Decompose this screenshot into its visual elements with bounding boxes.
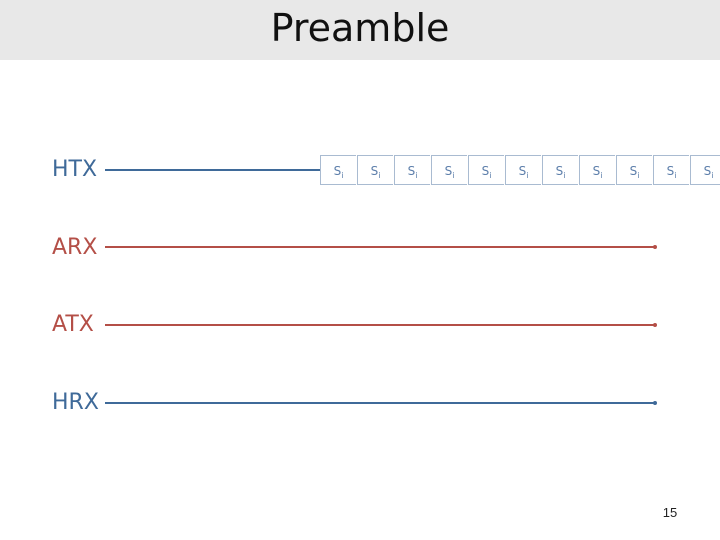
preamble-symbol-8: Si xyxy=(579,155,615,185)
symbol-base: S xyxy=(592,164,601,178)
symbol-subscript: i xyxy=(674,171,677,180)
symbol-base: S xyxy=(703,164,712,178)
symbol-subscript: i xyxy=(711,171,714,180)
title-bar xyxy=(0,0,720,60)
slide-title: Preamble xyxy=(270,6,450,50)
symbol-subscript: i xyxy=(341,171,344,180)
symbol-base: S xyxy=(370,164,379,178)
preamble-symbol-7: Si xyxy=(542,155,578,185)
htx-line xyxy=(105,169,320,171)
preamble-symbol-6: Si xyxy=(505,155,541,185)
symbol-subscript: i xyxy=(526,171,529,180)
symbol-base: S xyxy=(481,164,490,178)
symbol-base: S xyxy=(666,164,675,178)
preamble-symbol-2: Si xyxy=(357,155,393,185)
preamble-symbol-9: Si xyxy=(616,155,652,185)
preamble-symbol-1: Si xyxy=(320,155,356,185)
symbol-base: S xyxy=(629,164,638,178)
arx-line xyxy=(105,245,657,249)
symbol-base: S xyxy=(444,164,453,178)
symbol-subscript: i xyxy=(563,171,566,180)
arx-line-end-dot xyxy=(653,245,657,249)
symbol-base: S xyxy=(407,164,416,178)
preamble-symbol-11: Si xyxy=(690,155,720,185)
lane-label-arx: ARX xyxy=(52,235,98,260)
symbol-base: S xyxy=(555,164,564,178)
preamble-symbol-10: Si xyxy=(653,155,689,185)
preamble-symbol-3: Si xyxy=(394,155,430,185)
preamble-symbol-4: Si xyxy=(431,155,467,185)
symbol-subscript: i xyxy=(489,171,492,180)
symbol-subscript: i xyxy=(452,171,455,180)
lane-label-atx: ATX xyxy=(52,312,94,337)
symbol-subscript: i xyxy=(378,171,381,180)
atx-line-end-dot xyxy=(653,323,657,327)
lane-label-hrx: HRX xyxy=(52,390,99,415)
hrx-line-end-dot xyxy=(653,401,657,405)
symbol-subscript: i xyxy=(415,171,418,180)
symbol-subscript: i xyxy=(600,171,603,180)
lane-label-htx: HTX xyxy=(52,157,98,182)
preamble-symbol-5: Si xyxy=(468,155,504,185)
atx-line xyxy=(105,323,657,327)
symbol-base: S xyxy=(518,164,527,178)
page-number: 15 xyxy=(662,505,678,520)
symbol-subscript: i xyxy=(637,171,640,180)
symbol-base: S xyxy=(333,164,342,178)
hrx-line xyxy=(105,401,657,405)
